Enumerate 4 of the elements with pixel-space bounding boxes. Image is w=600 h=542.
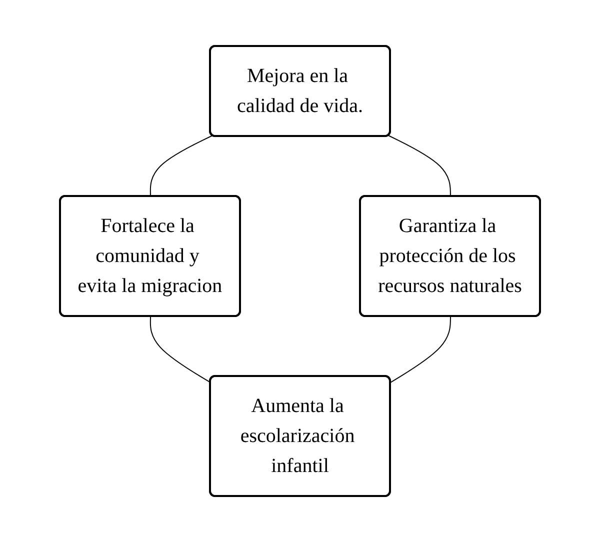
connector <box>388 135 451 197</box>
connector <box>150 135 213 197</box>
connector <box>390 316 451 383</box>
connector <box>150 316 211 383</box>
